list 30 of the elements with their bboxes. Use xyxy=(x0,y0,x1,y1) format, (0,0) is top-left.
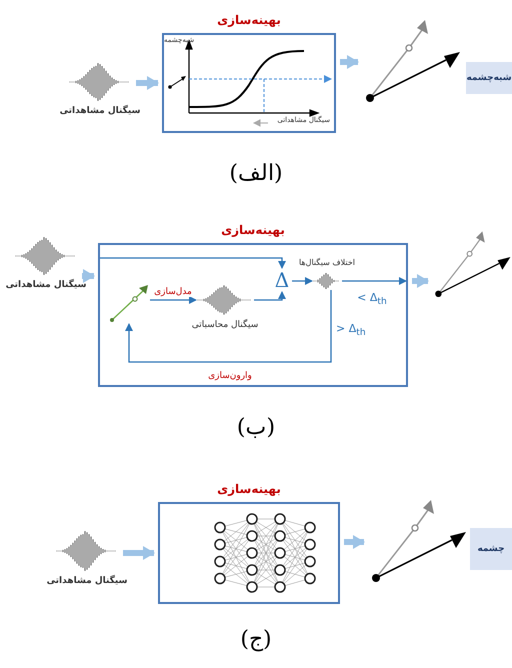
arrow xyxy=(136,76,159,90)
source-box: چشمه xyxy=(470,528,512,570)
panel-caption: (الف) xyxy=(228,160,284,186)
box-heading: بهینه‌سازی xyxy=(220,223,286,237)
arrow xyxy=(82,269,95,283)
source-box: شبه‌چشمه xyxy=(466,62,512,94)
edge-label: وارون‌سازی xyxy=(207,372,253,382)
threshold-label: > Δ$_{th}$ xyxy=(336,322,366,338)
arrow xyxy=(123,546,155,560)
arrow xyxy=(254,291,286,301)
signal-caption: سیگنال مشاهداتی xyxy=(4,280,88,290)
arrow xyxy=(340,55,359,69)
arrow xyxy=(292,277,313,285)
panel-caption: (ب) xyxy=(236,414,276,440)
model-vector-drawing xyxy=(108,282,150,324)
signal-caption: سیگنال مشاهداتی xyxy=(46,576,128,586)
delta-symbol: Δ xyxy=(272,268,292,292)
arrow xyxy=(100,257,286,269)
edge-label: مدل‌سازی xyxy=(153,288,193,298)
box-heading: بهینه‌سازی xyxy=(216,13,282,27)
arrow xyxy=(344,535,365,549)
arrow xyxy=(412,274,429,288)
arrow xyxy=(342,277,407,285)
signal-caption: سیگنال محاسباتی xyxy=(190,320,260,330)
arrow xyxy=(125,290,332,363)
panel-caption: (ج) xyxy=(239,626,273,652)
box-heading: بهینه‌سازی xyxy=(216,482,282,496)
arrow xyxy=(150,296,197,304)
signal-caption: سیگنال مشاهداتی xyxy=(58,106,142,116)
signal-caption: اختلاف سیگنال‌ها xyxy=(298,258,356,267)
